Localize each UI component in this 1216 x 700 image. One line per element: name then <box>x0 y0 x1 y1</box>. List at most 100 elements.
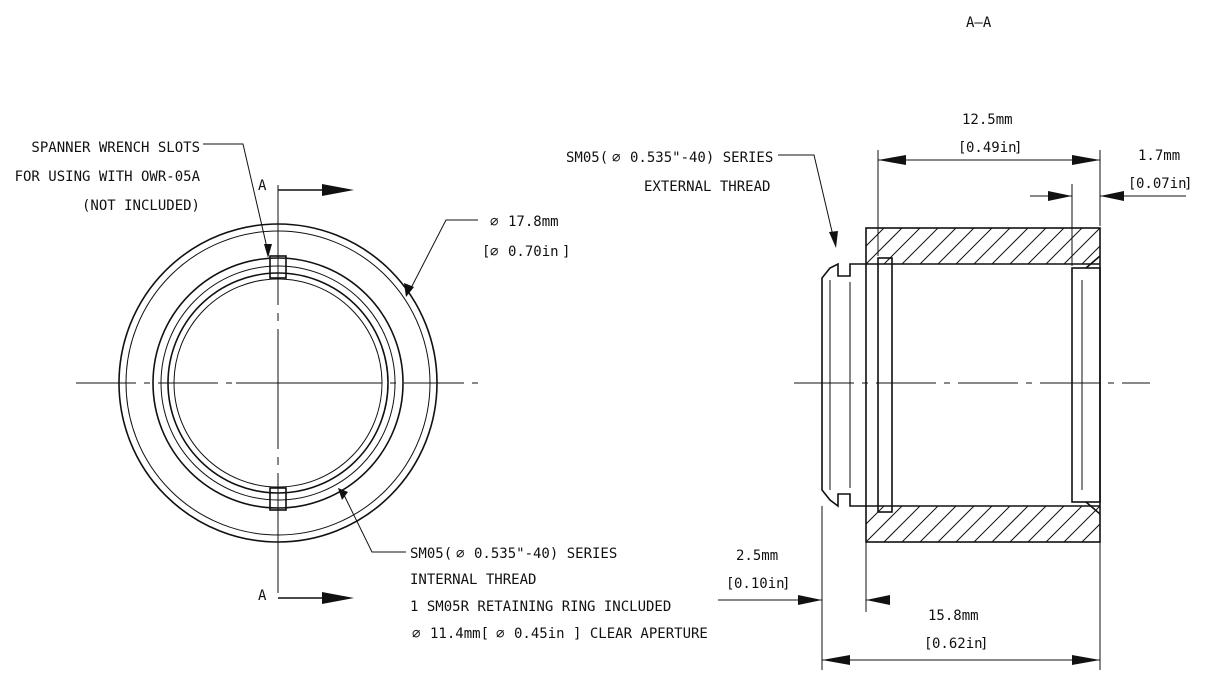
dim-lip-mm: 1.7mm <box>1138 148 1180 164</box>
hatch-line <box>919 506 957 542</box>
retaining-ring-groove <box>877 257 893 513</box>
int-thread-line4b: 0.45in ] CLEAR APERTURE <box>514 626 708 642</box>
end-lip <box>1071 267 1101 503</box>
od-leader-arrow <box>404 283 414 297</box>
hatch-line <box>901 228 939 264</box>
aperture-diam-2: ⌀ <box>496 626 505 642</box>
dim-total-inch-close: ] <box>980 636 988 652</box>
int-thread-line1b: 0.535"-40) SERIES <box>474 546 617 562</box>
dim-body-mm: 12.5mm <box>962 112 1013 128</box>
spanner-slot-top <box>269 255 287 279</box>
hatch-line <box>1027 228 1065 264</box>
hatch-line <box>883 506 921 542</box>
hatch-line <box>1118 228 1154 264</box>
hatch-line <box>991 228 1029 264</box>
dim-lip-arrow-right <box>1100 191 1124 201</box>
ext-thread-leader <box>778 154 835 241</box>
dim-lip-arrow-left <box>1048 191 1072 201</box>
int-thread-line3: 1 SM05R RETAINING RING INCLUDED <box>410 599 671 615</box>
hatch-line <box>919 228 957 264</box>
int-thread-line2: INTERNAL THREAD <box>410 572 536 588</box>
hatch-line <box>1045 228 1083 264</box>
thread-ring-inner <box>167 272 389 494</box>
dim-total-arrow-right <box>1072 655 1100 665</box>
dim-body-inch-open: [ <box>958 140 966 156</box>
slots-leader-arrow <box>264 244 272 258</box>
od-bracket-close: ] <box>562 244 570 260</box>
dim-thread-mm: 2.5mm <box>736 548 778 564</box>
hatch-line <box>955 506 993 542</box>
hatch-line <box>991 506 1029 542</box>
hatch-line <box>1099 263 1100 264</box>
hatch-line <box>866 228 903 264</box>
internal-thread-leader-arrow <box>338 488 348 500</box>
int-thread-line4a: 11.4mm[ <box>430 626 489 642</box>
aperture-ring <box>173 278 383 488</box>
section-view: SM05( ⌀ 0.535"-40) SERIES EXTERNAL THREA… <box>566 112 1192 670</box>
dim-total-inch-open: [ <box>924 636 932 652</box>
hatch-line <box>1081 523 1100 542</box>
front-view: A A SPANNER WRENCH SLOTS FOR USING WITH … <box>15 140 708 642</box>
dim-body-arrow-right <box>1072 155 1100 165</box>
dim-body-inch: 0.49in <box>966 140 1017 156</box>
int-thread-line1a: SM05( <box>410 546 452 562</box>
slots-note-line2: FOR USING WITH OWR-05A <box>15 169 201 185</box>
od-leader <box>409 219 478 291</box>
body-outline <box>865 227 1101 543</box>
ext-thread-line2: EXTERNAL THREAD <box>644 179 770 195</box>
lip-chamfer-top <box>1085 255 1101 269</box>
hatch-top <box>866 228 1154 264</box>
hatch-line <box>866 506 867 507</box>
cut-mark-bottom: A <box>258 588 267 604</box>
thread-ring-mid <box>160 265 396 501</box>
od-symbol-inch: ⌀ <box>490 244 499 260</box>
hatch-line <box>901 506 939 542</box>
ext-thread-line1b: 0.535"-40) SERIES <box>630 150 773 166</box>
dim-lip-inch: 0.07in <box>1136 176 1187 192</box>
cut-arrow-top <box>322 184 354 196</box>
od-mm: 17.8mm <box>508 214 559 230</box>
dim-thread-inch: 0.10in <box>734 576 785 592</box>
hatch-line <box>1045 506 1083 542</box>
hatch-line <box>1118 506 1154 542</box>
dim-body-arrow-left <box>878 155 906 165</box>
ext-thread-diam: ⌀ <box>612 150 621 166</box>
outer-ring-chamfer <box>125 230 431 536</box>
od-inch: 0.70in <box>508 244 559 260</box>
dim-total-arrow-left <box>822 655 850 665</box>
slots-leader <box>203 143 269 253</box>
dim-thread-arrow-right <box>866 595 890 605</box>
aperture-diam-1: ⌀ <box>412 626 421 642</box>
hatch-line <box>937 506 975 542</box>
hatch-line <box>973 228 1011 264</box>
dim-lip-inch-close: ] <box>1184 176 1192 192</box>
int-thread-diam: ⌀ <box>456 546 465 562</box>
hatch-line <box>1009 228 1047 264</box>
ext-thread-leader-arrow <box>829 231 838 248</box>
hatch-line <box>973 506 1011 542</box>
dim-total-mm: 15.8mm <box>928 608 979 624</box>
slots-note-line1: SPANNER WRENCH SLOTS <box>31 140 200 156</box>
hatch-line <box>1027 506 1065 542</box>
od-bracket-open: [ <box>482 244 490 260</box>
cut-arrow-bottom <box>322 592 354 604</box>
internal-thread-leader <box>343 494 406 553</box>
external-thread-stub <box>821 262 866 508</box>
slots-note-line3: (NOT INCLUDED) <box>82 198 200 214</box>
dim-lip-inch-open: [ <box>1128 176 1136 192</box>
hatch-line <box>1081 245 1100 264</box>
dim-thread-inch-close: ] <box>782 576 790 592</box>
ext-thread-line1a: SM05( <box>566 150 608 166</box>
cut-mark-top: A <box>258 178 267 194</box>
dim-body-inch-close: ] <box>1014 140 1022 156</box>
hatch-line <box>1099 541 1100 542</box>
dim-thread-arrow-left <box>798 595 822 605</box>
lip-chamfer-bottom <box>1085 501 1101 515</box>
spanner-slot-bottom <box>269 487 287 511</box>
thread-ring-outer <box>152 257 404 509</box>
hatch-line <box>1063 228 1100 264</box>
hatch-line <box>937 228 975 264</box>
od-symbol: ⌀ <box>490 214 499 230</box>
outer-ring <box>118 223 438 543</box>
